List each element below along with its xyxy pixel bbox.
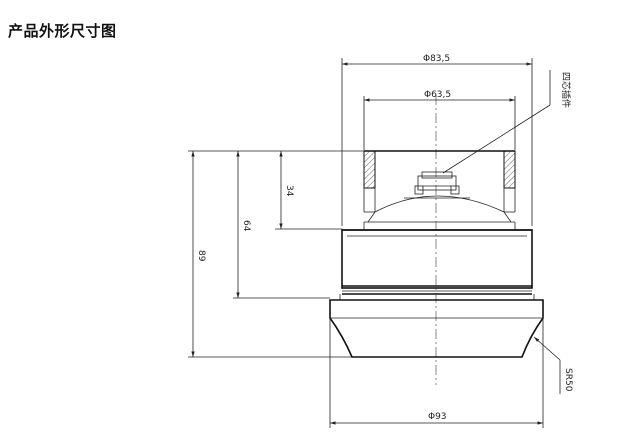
label-base-width: Φ93: [428, 412, 447, 422]
dim-outer-top: [341, 58, 533, 226]
callout-leader: [442, 70, 551, 174]
motor-body: [339, 222, 535, 300]
label-total-height: 89: [196, 250, 206, 262]
label-radius: SR50: [563, 368, 573, 392]
connector: [414, 171, 460, 195]
dim-small-height: [275, 151, 342, 230]
label-outer-top: Φ83,5: [423, 54, 450, 64]
dim-total-height: [188, 150, 364, 358]
label-mid-height: 64: [241, 220, 251, 232]
label-callout: 四芯插件: [560, 72, 572, 108]
label-inner-top: Φ63,5: [424, 90, 451, 100]
label-small-height: 34: [284, 185, 294, 197]
dim-radius: [533, 336, 561, 394]
dim-base-width: [329, 318, 544, 428]
dim-mid-height: [233, 151, 330, 299]
base: [329, 299, 544, 358]
page-title: 产品外形尺寸图: [8, 22, 117, 40]
top-cup: [363, 150, 516, 223]
dim-inner-top: [363, 96, 516, 150]
